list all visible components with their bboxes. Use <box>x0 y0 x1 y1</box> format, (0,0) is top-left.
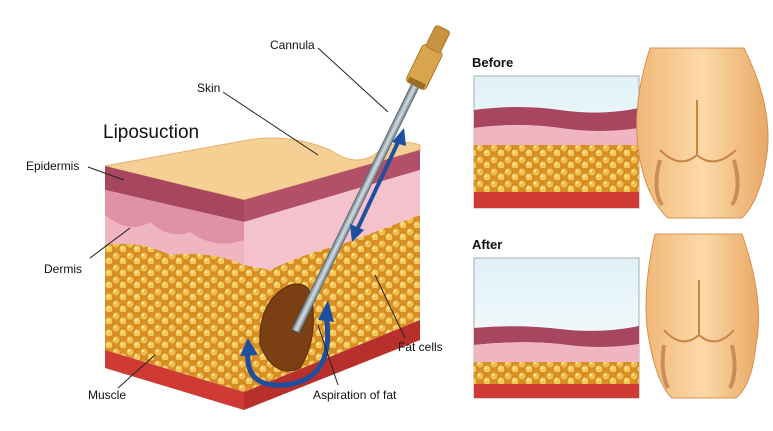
before-panel <box>474 48 768 218</box>
label-aspiration: Aspiration of fat <box>313 388 396 402</box>
label-before: Before <box>472 55 513 70</box>
label-after: After <box>472 237 502 252</box>
label-muscle: Muscle <box>88 388 126 402</box>
label-epidermis: Epidermis <box>26 159 79 173</box>
after-panel <box>474 234 759 398</box>
label-dermis: Dermis <box>44 262 82 276</box>
label-fat-cells: Fat cells <box>398 340 443 354</box>
diagram-title: Liposuction <box>103 122 199 144</box>
label-cannula: Cannula <box>270 38 315 52</box>
label-skin: Skin <box>197 81 220 95</box>
